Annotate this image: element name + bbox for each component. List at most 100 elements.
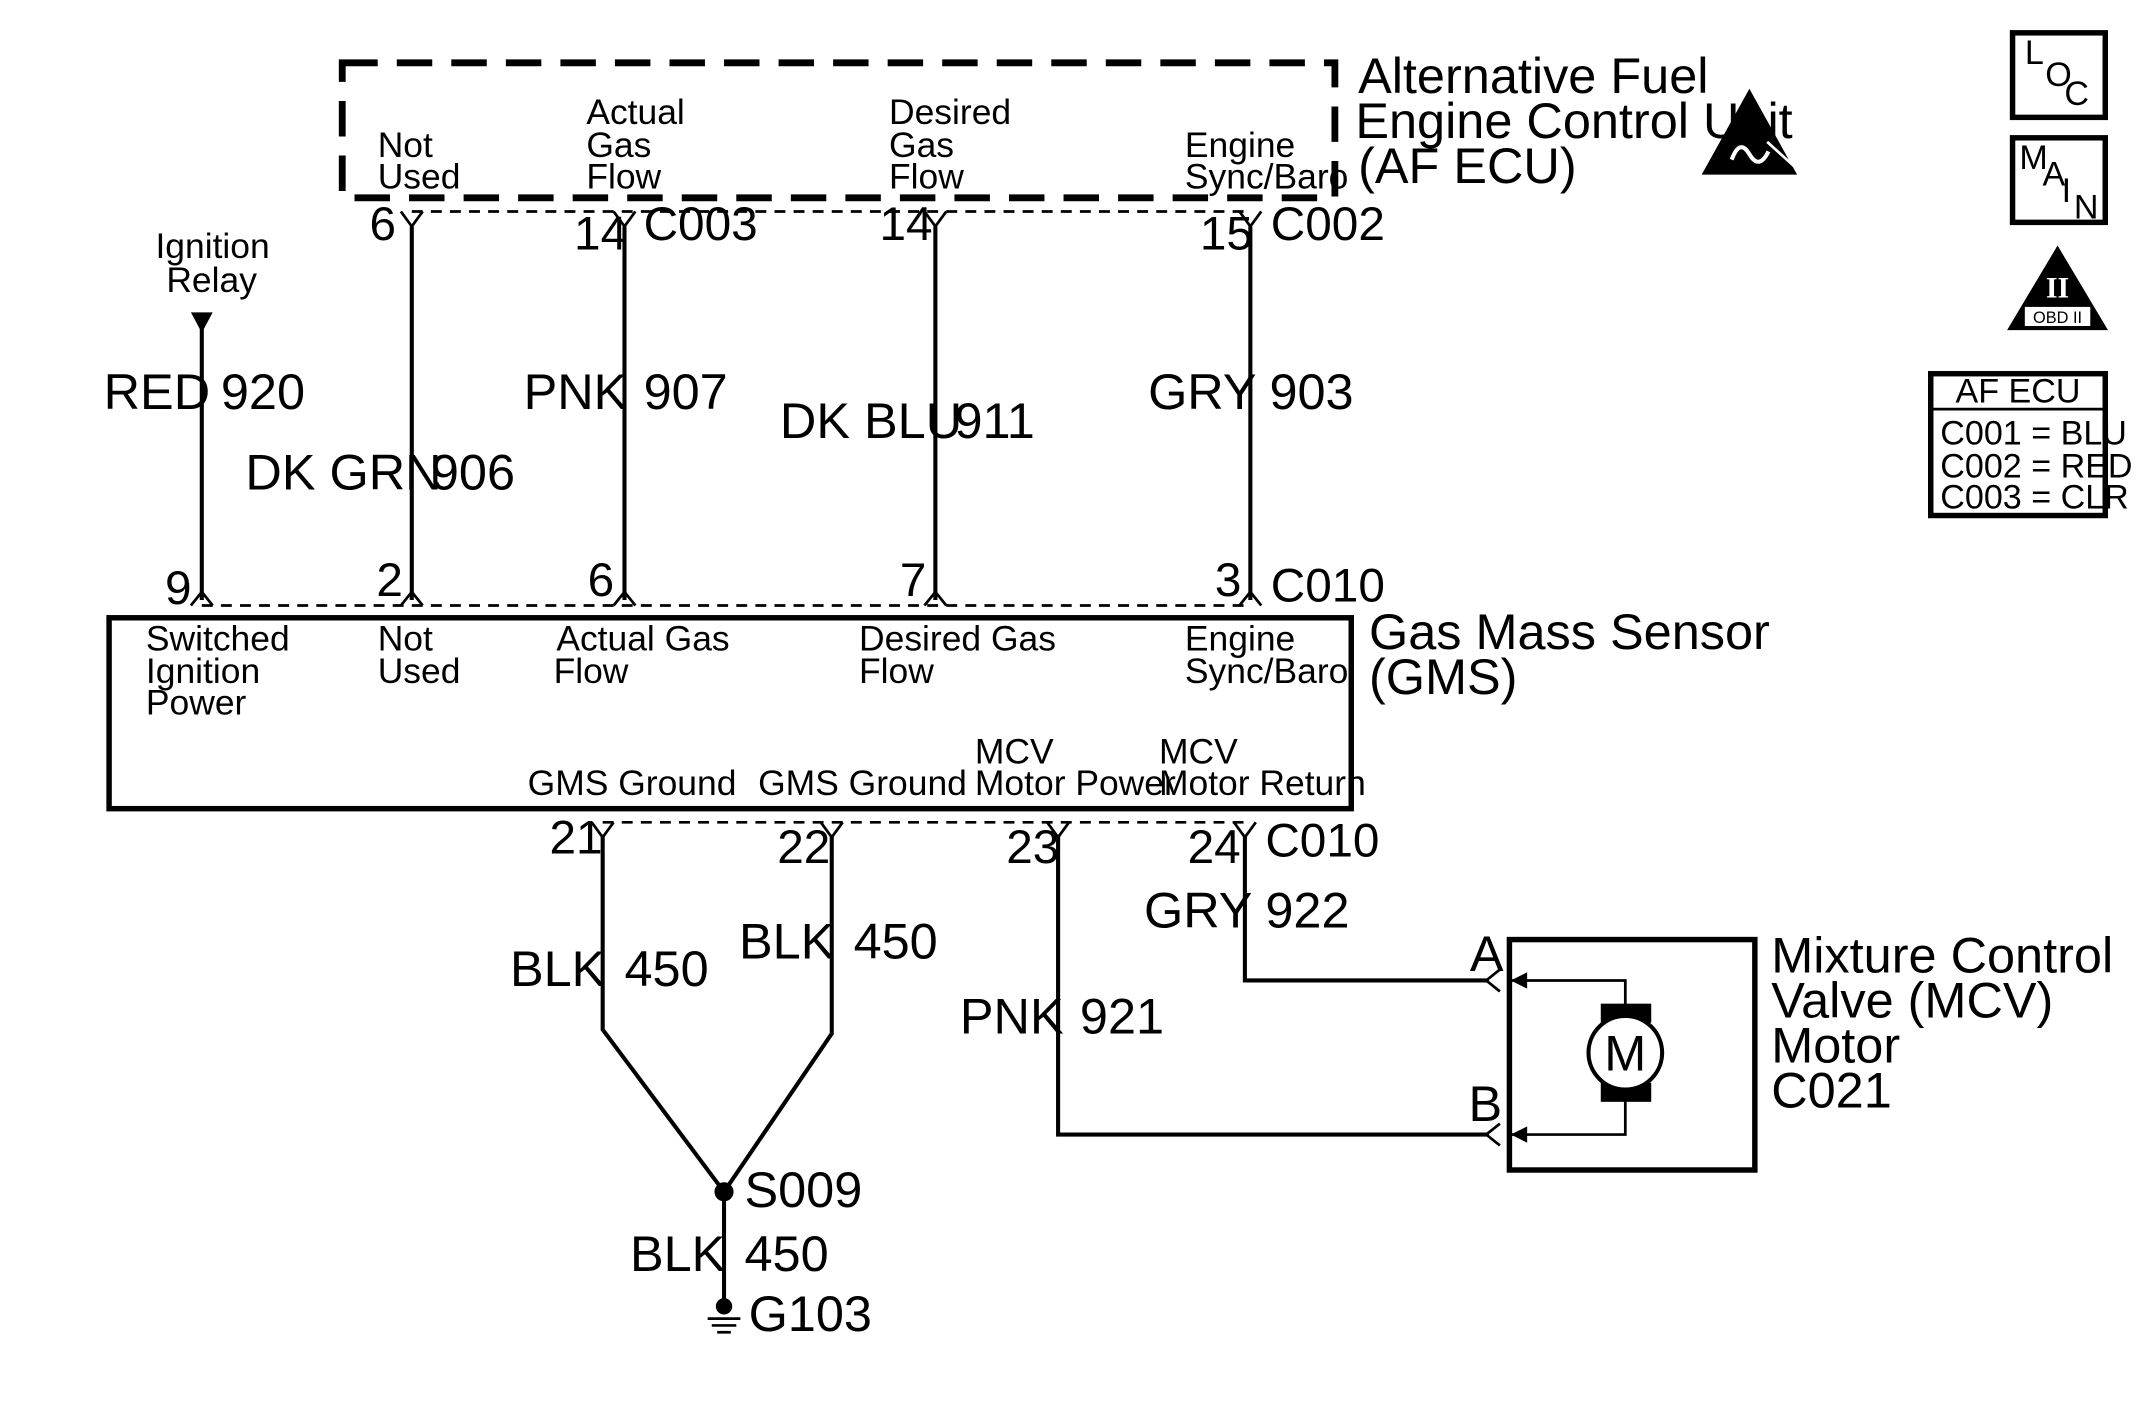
ecu-pin6-label-2: Used [378, 156, 461, 196]
wire-450-a [600, 834, 726, 1194]
wire-circuit-label: 907 [644, 363, 728, 420]
gms-label: Ignition [146, 651, 260, 691]
wire-circuit-label: 903 [1269, 363, 1353, 420]
gms-label: Motor Power [975, 763, 1176, 803]
ecu-connector-c002: C002 [1271, 198, 1385, 251]
main-letter: M [2019, 139, 2047, 177]
wire-color-label: DK GRN [245, 444, 441, 501]
terminal-mark [923, 589, 948, 607]
legend-title: AF ECU [1956, 372, 2081, 410]
motor-icon [1586, 1013, 1665, 1092]
main-letter: N [2074, 188, 2099, 226]
wire-circuit-label: 920 [221, 363, 305, 420]
arrow-icon [1510, 972, 1528, 989]
wire-450-b [722, 834, 834, 1193]
ecu-pin-number: 15 [1200, 208, 1253, 261]
gms-label: Desired Gas [859, 619, 1056, 659]
wire-circuit-label: 911 [954, 392, 1034, 449]
gms-label: Engine [1185, 619, 1295, 659]
gms-top-connector-label: C010 [1271, 559, 1385, 612]
terminal-mark [399, 589, 424, 607]
wire-circuit-label: 450 [624, 940, 708, 997]
terminal-mark [1238, 210, 1263, 229]
ecu-pin-number: 6 [370, 198, 397, 251]
loc-icon: L O C [2009, 30, 2109, 121]
gms-label: MCV [975, 732, 1054, 772]
ecu-desired-gas-flow-label-2: Gas [889, 125, 954, 165]
legend-row: C003 = CLR [1940, 479, 2128, 517]
wire-circuit-label: 922 [1265, 881, 1349, 938]
gms-label: Not [378, 619, 433, 659]
terminal-mark [923, 210, 948, 229]
ecu-pin6-label-1: Not [378, 125, 433, 165]
main-icon: M A I N [2009, 135, 2109, 226]
legend-row: C001 = BLU [1940, 415, 2127, 453]
gms-label: Used [378, 651, 461, 691]
arrow-icon [1510, 1126, 1528, 1143]
mcv-title-line: Motor [1771, 1016, 1900, 1073]
gms-title-line1: Gas Mass Sensor [1369, 603, 1770, 660]
gms-label: Motor Return [1159, 763, 1366, 803]
wire-color-label: DK BLU [780, 392, 962, 449]
wire-color-label: PNK [960, 988, 1064, 1045]
gms-pin-number: 21 [549, 812, 602, 865]
gms-label: GMS Ground [528, 763, 737, 803]
terminal-mark [612, 210, 637, 229]
esd-warning-icon [1701, 88, 1798, 175]
gms-label: Flow [859, 651, 934, 691]
gms-bottom-connector-label: C010 [1265, 814, 1379, 867]
loc-letter: L [2025, 34, 2044, 72]
mcv-title-line: C021 [1771, 1061, 1892, 1118]
terminal-mark [1484, 1122, 1501, 1147]
wire-color-label: GRY [1148, 363, 1256, 420]
gms-pin-number: 23 [1006, 821, 1059, 874]
main-letter: I [2062, 172, 2071, 210]
lower-wires: BLK 450 BLK 450 PNK 921 GRY 922 BLK 450 … [510, 834, 1489, 1342]
mcv-terminal-a: A [1470, 925, 1504, 982]
gms-pin-number: 6 [588, 554, 615, 607]
obd-text: OBD II [2033, 309, 2082, 327]
gms-pin-number: 3 [1215, 554, 1242, 607]
ecu-actual-gas-flow-label-3: Flow [586, 156, 661, 196]
gms-label: GMS Ground [758, 763, 967, 803]
loc-letter: C [2064, 75, 2089, 113]
wire-circuit-label: 450 [744, 1225, 828, 1282]
wire-color-label: RED [104, 363, 211, 420]
terminal-mark [399, 210, 424, 229]
mcv-lead-a [1510, 979, 1627, 1006]
mcv-terminal-b: B [1469, 1075, 1503, 1132]
wire-color-label: BLK [510, 940, 606, 997]
af-ecu-title-line2: Engine Control Unit [1355, 92, 1792, 149]
ground-label: G103 [749, 1285, 872, 1342]
splice-label: S009 [744, 1161, 862, 1218]
wire-circuit-label: 921 [1080, 988, 1164, 1045]
gms-pin-number: 9 [165, 562, 192, 615]
gms-pin-number: 22 [777, 821, 830, 874]
mcv-title-line: Valve (MCV) [1771, 971, 2053, 1028]
gms-pin-number: 24 [1188, 821, 1241, 874]
ignition-relay-label-1: Ignition [155, 226, 269, 266]
gms-outline [106, 615, 1354, 812]
gms-label: Power [146, 683, 247, 723]
gms-pin-number: 2 [376, 554, 403, 607]
obd-ii-icon: II OBD II [2007, 245, 2109, 331]
ecu-desired-gas-flow-label-3: Flow [889, 156, 964, 196]
ignition-relay: Ignition Relay [155, 226, 270, 333]
mcv-outline [1506, 936, 1758, 1173]
gas-mass-sensor: 9 2 6 7 3 C010 Gas Mass Sensor (GMS) Swi… [106, 554, 1770, 874]
af-ecu-title-line3: (AF ECU) [1358, 137, 1577, 194]
ecu-pin-number: 14 [574, 208, 627, 261]
upper-wires: RED 920 DK GRN 906 PNK 907 DK BLU 911 GR… [104, 210, 1354, 601]
gms-label: MCV [1159, 732, 1238, 772]
wire-color-label: BLK [739, 913, 835, 970]
ignition-relay-arrow-icon [190, 312, 213, 333]
wire-circuit-label: 906 [431, 444, 515, 501]
wire-921 [1056, 834, 1489, 1137]
splice-dot-icon [714, 1182, 734, 1202]
ecu-pin-number: 14 [879, 198, 932, 251]
af-ecu-title-line1: Alternative Fuel [1358, 47, 1708, 104]
mcv-title-line: Mixture Control [1771, 926, 2113, 983]
gms-label: Sync/Baro [1185, 651, 1348, 691]
gms-title-line2: (GMS) [1369, 648, 1517, 705]
